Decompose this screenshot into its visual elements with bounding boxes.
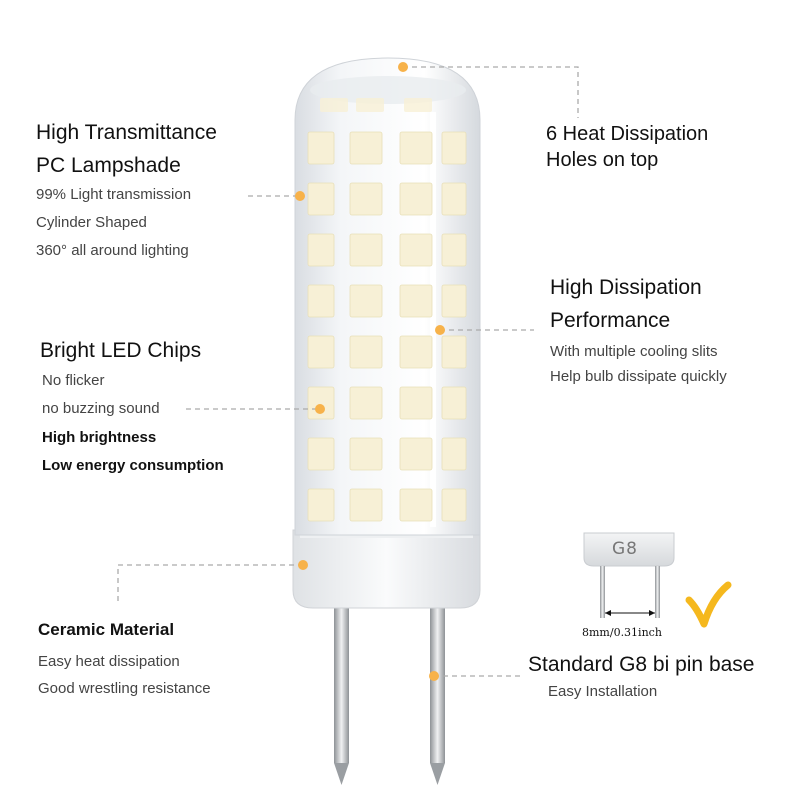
g8-label: G8 <box>612 539 638 559</box>
led-chip <box>320 98 348 112</box>
lampshade-title-line2: PC Lampshade <box>36 154 181 177</box>
led-chip <box>441 284 467 318</box>
led-chip <box>307 386 335 420</box>
led-chip <box>349 182 383 216</box>
led-chip <box>399 233 433 267</box>
led-chip <box>441 131 467 165</box>
base-subtitle: Easy Installation <box>548 683 658 700</box>
led-chip <box>399 131 433 165</box>
led-chip <box>399 437 433 471</box>
led-chip <box>349 131 383 165</box>
led-chip <box>441 488 467 522</box>
led-chip <box>307 131 335 165</box>
accent-dot <box>435 325 445 335</box>
accent-dot <box>429 671 439 681</box>
led-chips-bold-point: Low energy consumption <box>42 457 224 474</box>
pc-lampshade <box>294 57 481 536</box>
led-chip <box>399 488 433 522</box>
led-chip <box>307 437 335 471</box>
lampshade-point: Cylinder Shaped <box>36 214 147 231</box>
led-chip <box>441 437 467 471</box>
led-chip <box>307 182 335 216</box>
led-chips-bold-point: High brightness <box>42 429 157 446</box>
led-chip <box>307 335 335 369</box>
ceramic-point: Easy heat dissipation <box>38 653 180 670</box>
led-chip <box>349 335 383 369</box>
accent-dot <box>398 62 408 72</box>
dissipation-title-line1: High Dissipation <box>550 276 702 299</box>
led-chip-grid <box>307 98 467 522</box>
lampshade-title-line1: High Transmittance <box>36 121 217 144</box>
led-chip <box>399 284 433 318</box>
led-chip <box>441 335 467 369</box>
accent-dot <box>298 560 308 570</box>
led-chip <box>349 386 383 420</box>
dissipation-title-line2: Performance <box>550 309 671 332</box>
heat-holes-line1: 6 Heat Dissipation <box>546 123 709 145</box>
g8-dimension: 8mm/0.31inch <box>582 626 662 639</box>
check-icon <box>685 581 732 628</box>
led-chip <box>307 488 335 522</box>
accent-dots <box>295 62 445 681</box>
led-chip <box>399 335 433 369</box>
led-chip <box>307 233 335 267</box>
led-chips-title: Bright LED Chips <box>40 339 202 362</box>
ceramic-base <box>292 528 481 609</box>
led-chip <box>441 182 467 216</box>
heat-holes-line2: Holes on top <box>546 149 659 171</box>
led-chip <box>399 182 433 216</box>
g8-base-diagram <box>583 532 675 618</box>
led-chip <box>356 98 384 112</box>
led-chip <box>399 386 433 420</box>
led-chip <box>307 284 335 318</box>
led-chip <box>349 284 383 318</box>
leader-lines <box>117 66 579 677</box>
led-chip <box>349 488 383 522</box>
led-chips-point: no buzzing sound <box>42 400 160 417</box>
led-chip <box>441 386 467 420</box>
dissipation-point: With multiple cooling slits <box>550 343 718 360</box>
base-title: Standard G8 bi pin base <box>528 653 755 676</box>
bulb-pins <box>334 585 445 785</box>
led-chips-point: No flicker <box>42 372 105 389</box>
ceramic-point: Good wrestling resistance <box>38 680 211 697</box>
led-chip <box>404 98 432 112</box>
led-chip <box>349 437 383 471</box>
dissipation-point: Help bulb dissipate quickly <box>550 368 727 385</box>
led-chip <box>441 233 467 267</box>
accent-dot <box>295 191 305 201</box>
lampshade-point: 99% Light transmission <box>36 186 192 203</box>
lampshade-point: 360° all around lighting <box>36 242 189 259</box>
ceramic-title: Ceramic Material <box>38 620 175 639</box>
accent-dot <box>315 404 325 414</box>
led-chip <box>349 233 383 267</box>
